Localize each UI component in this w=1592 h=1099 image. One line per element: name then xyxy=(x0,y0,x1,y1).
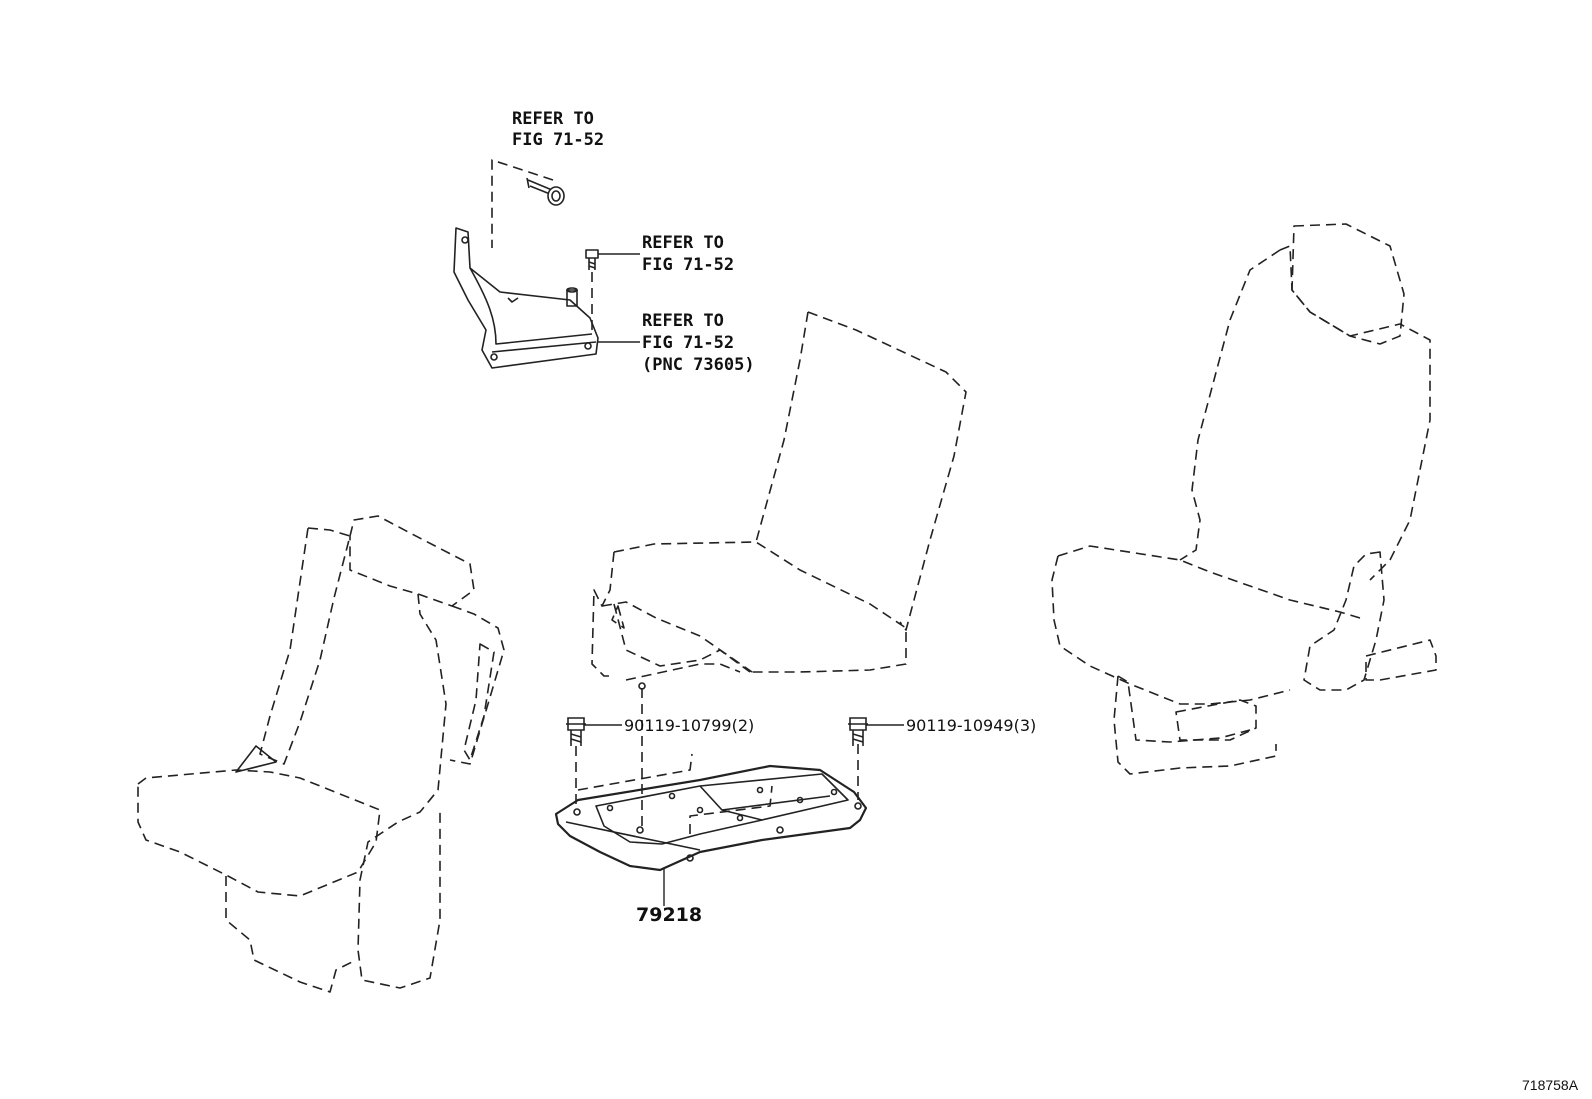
part-number-90119-10949: 90119-10949(3) xyxy=(906,716,1036,735)
diagram-code: 718758A xyxy=(1522,1077,1579,1093)
tray-holes xyxy=(573,786,862,862)
refer-label-bolt-line2: FIG 71-52 xyxy=(512,130,604,150)
refer-label-bracket-line1: REFER TO xyxy=(642,311,724,331)
refer-label-screw-line1: REFER TO xyxy=(642,233,724,253)
refer-label-bracket-line3: (PNC 73605) xyxy=(642,355,755,375)
tray-assembly xyxy=(554,682,868,872)
right-seat-outline xyxy=(1051,223,1437,775)
part-number-79218: 79218 xyxy=(636,904,702,926)
part-number-90119-10799: 90119-10799(2) xyxy=(624,716,754,735)
bolt-90119-10799-icon xyxy=(566,717,586,746)
bracket-bolt-icon xyxy=(526,177,565,206)
center-seat-outline xyxy=(591,311,967,681)
refer-label-bracket-line2: FIG 71-52 xyxy=(642,333,734,353)
refer-label-bolt-line1: REFER TO xyxy=(512,109,594,129)
seat-bracket-assembly xyxy=(453,159,599,369)
bracket-screw-icon xyxy=(585,249,599,270)
refer-label-screw-line2: FIG 71-52 xyxy=(642,255,734,275)
bolt-90119-10949-icon xyxy=(848,717,868,746)
left-seat-outline xyxy=(137,515,505,993)
